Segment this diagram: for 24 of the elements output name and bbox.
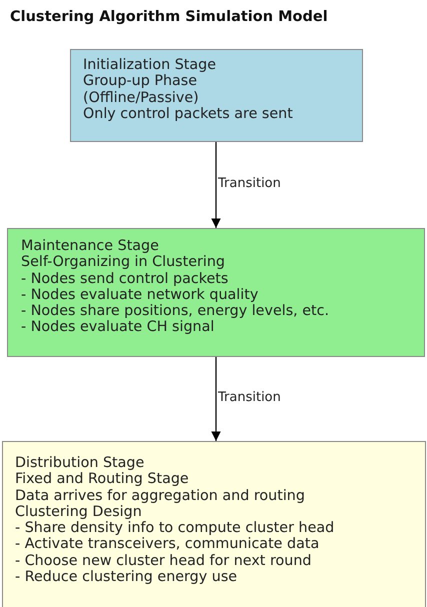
stage-text: Data arrives for aggregation and routing — [15, 488, 306, 504]
stage-box — [7, 228, 425, 357]
stage-text: (Offline/Passive) — [83, 90, 200, 106]
stage-text: - Nodes evaluate CH signal — [21, 319, 216, 336]
arrow — [211, 357, 221, 441]
stage-box — [2, 441, 426, 607]
stage-text: Only control packets are sent — [83, 106, 294, 122]
stage-text: - Reduce clustering energy use — [15, 569, 238, 586]
stage-text: - Activate transceivers, communicate data — [15, 536, 320, 553]
diagram-title: Clustering Algorithm Simulation Model — [10, 9, 328, 25]
stage-text: - Choose new cluster head for next round — [15, 552, 312, 570]
stage-box — [70, 49, 363, 142]
stage-text: - Nodes evaluate network quality — [21, 286, 260, 304]
stage-text: - Nodes share positions, energy levels, etc. — [21, 303, 330, 320]
stage-text: - Nodes send control packets — [21, 270, 230, 287]
arrow — [211, 142, 221, 228]
stage-text: - Share density info to compute cluster head — [15, 520, 336, 536]
stage-text: Self-Organizing in Clustering — [21, 254, 226, 271]
stage-text: Distribution Stage — [15, 455, 146, 472]
stage-text: Fixed and Routing Stage — [15, 471, 190, 488]
stage-text: Maintenance Stage — [21, 238, 160, 254]
stage-text: Group-up Phase — [83, 73, 198, 90]
stage-text: Clustering Design — [15, 504, 143, 520]
stage-text: Initialization Stage — [83, 57, 218, 74]
